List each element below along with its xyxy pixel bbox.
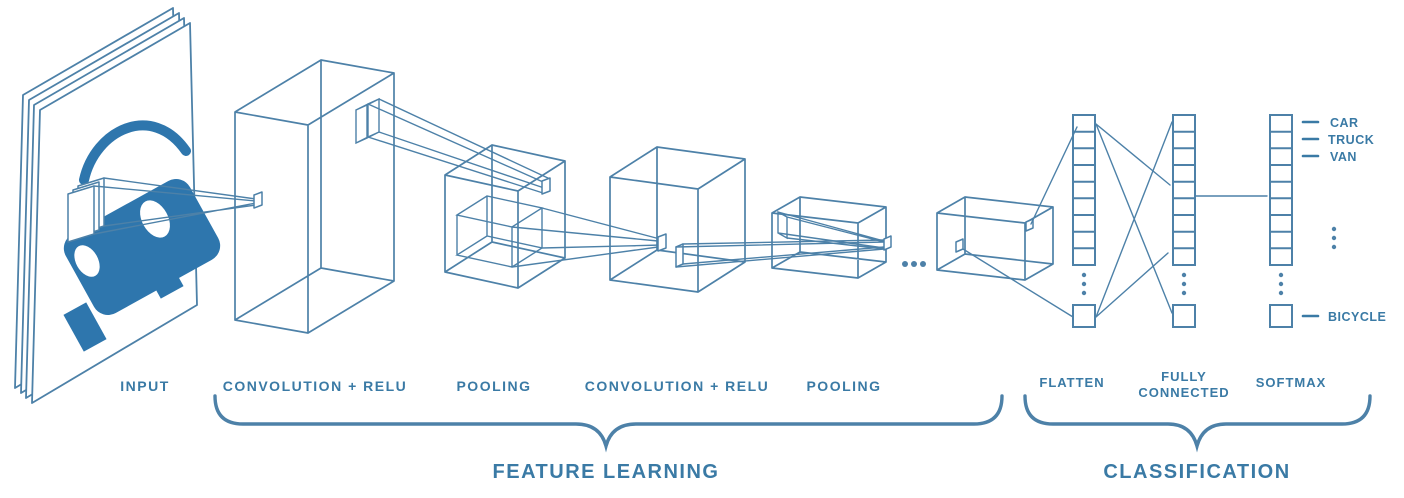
label-fully: FULLY (1161, 369, 1207, 384)
fc-ellipsis-dot (1181, 281, 1187, 287)
conv1-box (234, 59, 395, 334)
softmax-ellipsis-dot (1278, 281, 1284, 287)
class-ellipsis-dot (1331, 226, 1337, 232)
flatten-ellipsis-dot (1081, 290, 1087, 296)
car-roof-arc (79, 120, 191, 185)
label-pool2: POOLING (806, 378, 881, 394)
conv2-target-patch (657, 233, 667, 252)
pool2-target-patch (883, 235, 892, 251)
fc-last-cell (1172, 304, 1196, 328)
fc-ellipsis-dot (1181, 272, 1187, 278)
ellipsis-dot (920, 261, 926, 267)
flatten-vector (1072, 114, 1096, 266)
conv1-edges (234, 59, 395, 334)
section-classification: CLASSIFICATION (1103, 461, 1290, 483)
car-wheel-right (140, 249, 184, 299)
conv1-pool1-wedge (355, 97, 551, 195)
class-label-van: VAN (1330, 150, 1357, 164)
class-label-car: CAR (1330, 116, 1359, 130)
softmax-column (1269, 114, 1293, 328)
label-connected: CONNECTED (1138, 385, 1229, 400)
pool2-box (771, 196, 892, 279)
ellipsis-dot (911, 261, 917, 267)
input-receptive-field (67, 177, 257, 243)
section-annotations: FEATURE LEARNING CLASSIFICATION (213, 394, 1372, 483)
wedge1-end-box (355, 97, 380, 145)
wedge2-converging-lines (675, 239, 885, 268)
label-flatten: FLATTEN (1039, 375, 1104, 390)
section-feature-learning: FEATURE LEARNING (493, 461, 720, 483)
final-box-front-patch (955, 238, 964, 253)
softmax-ellipsis-dot (1278, 290, 1284, 296)
flatten-connection-lines (962, 126, 1078, 318)
fully-connected-column (1172, 114, 1196, 328)
pool1-conv2-lines (511, 207, 663, 268)
pool2-edges (771, 196, 887, 279)
input-image-stack (14, 7, 257, 404)
input-conv-lines (93, 177, 257, 235)
conv1-target-patch (253, 191, 263, 209)
conv2-edges (609, 146, 746, 293)
final-feature-box (936, 126, 1078, 318)
class-ellipsis-dot (1331, 235, 1337, 241)
class-label-truck: TRUCK (1328, 133, 1374, 147)
softmax-ellipsis-dot (1278, 272, 1284, 278)
flatten-column (1072, 114, 1096, 328)
pool2-inner-slab (777, 210, 885, 250)
flatten-ellipsis-dot (1081, 272, 1087, 278)
car-window-hole-left (74, 245, 100, 277)
fc-ellipsis-dot (1181, 290, 1187, 296)
layers-ellipsis-dots (902, 261, 926, 267)
softmax-last-cell (1269, 304, 1293, 328)
output-class-labels: CAR TRUCK VAN BICYCLE (1301, 116, 1386, 324)
softmax-vector (1269, 114, 1293, 266)
label-conv2: CONVOLUTION + RELU (585, 378, 770, 394)
flatten-ellipsis-dot (1081, 281, 1087, 287)
car-body (63, 178, 221, 316)
fc-cross-connections (1095, 121, 1173, 318)
label-input: INPUT (120, 378, 170, 394)
conv2-pool2-wedge (675, 239, 885, 268)
stage-labels: INPUT CONVOLUTION + RELU POOLING CONVOLU… (120, 369, 1327, 400)
label-conv1: CONVOLUTION + RELU (223, 378, 408, 394)
classification-brace (1023, 394, 1372, 453)
car-wheel-left (63, 302, 107, 352)
ellipsis-dot (902, 261, 908, 267)
final-box-edges (936, 196, 1054, 281)
flatten-last-cell (1072, 304, 1096, 328)
fc-vector (1172, 114, 1196, 266)
class-label-bicycle: BICYCLE (1328, 310, 1386, 324)
label-softmax: SOFTMAX (1256, 375, 1327, 390)
pool1-edges (444, 144, 566, 289)
pool1-target-patch (541, 177, 551, 195)
conv2-box (609, 146, 746, 293)
wedge1-converging-lines (367, 98, 551, 194)
class-ellipsis-dot (1331, 244, 1337, 250)
flatten-vector-dividers (1073, 130, 1095, 250)
label-pool1: POOLING (456, 378, 531, 394)
pool1-box (444, 144, 663, 289)
fc-vector-dividers (1173, 130, 1195, 250)
softmax-vector-dividers (1270, 130, 1292, 250)
receptive-field-plane-front (67, 185, 95, 243)
feature-learning-brace (213, 394, 1004, 453)
